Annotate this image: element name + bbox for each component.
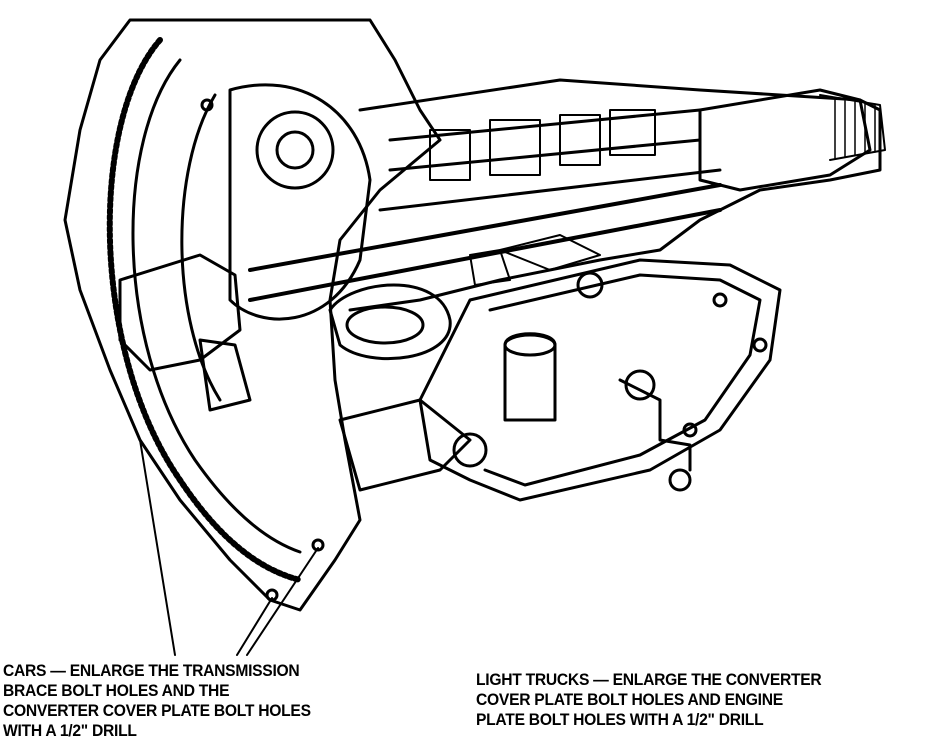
transmission-case (348, 78, 882, 312)
bolt-hole (200, 98, 214, 112)
tailshaft-housing (698, 88, 872, 192)
bolt-hole (311, 538, 325, 552)
flexplate-ring (106, 37, 303, 583)
leader-line-cars-3 (246, 547, 319, 656)
callout-line: LIGHT TRUCKS — ENLARGE THE CONVERTER (476, 670, 822, 689)
callout-line: CARS — ENLARGE THE TRANSMISSION (3, 661, 300, 680)
shift-linkage (618, 378, 692, 472)
flexplate-inner (131, 58, 302, 554)
output-shaft-spline (819, 94, 886, 161)
gear-sets (429, 109, 656, 286)
callout-line: WITH A 1/2" DRILL (3, 721, 137, 740)
torque-converter (228, 83, 372, 321)
callout-cars: CARS — ENLARGE THE TRANSMISSION BRACE BO… (3, 661, 311, 741)
callout-light-trucks: LIGHT TRUCKS — ENLARGE THE CONVERTER COV… (476, 670, 822, 730)
callout-line: CONVERTER COVER PLATE BOLT HOLES (3, 701, 311, 720)
oil-pan (418, 258, 782, 502)
callout-line: COVER PLATE BOLT HOLES AND ENGINE (476, 690, 783, 709)
callout-line: BRACE BOLT HOLES AND THE (3, 681, 230, 700)
bolt-hole (265, 588, 279, 602)
leader-line-cars (139, 439, 176, 656)
leader-line-cars-2 (236, 597, 273, 656)
callout-line: PLATE BOLT HOLES WITH A 1/2" DRILL (476, 710, 764, 729)
